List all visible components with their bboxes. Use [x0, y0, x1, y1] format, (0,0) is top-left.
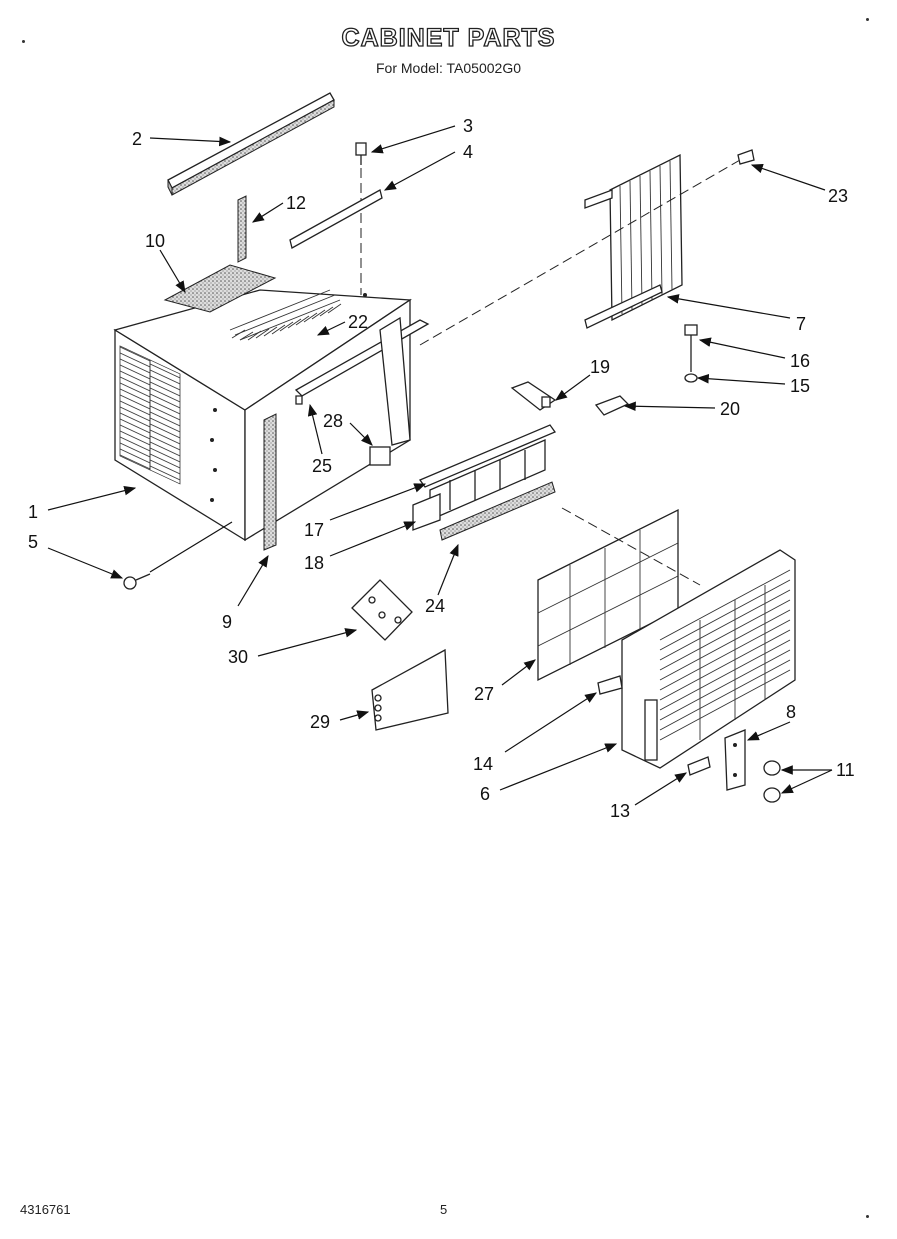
corner-mark-top-left — [22, 40, 25, 43]
callout-20: 20 — [720, 399, 740, 419]
callout-9: 9 — [222, 612, 232, 632]
callout-16: 16 — [790, 351, 810, 371]
callout-1: 1 — [28, 502, 38, 522]
part-8-plate — [724, 729, 746, 791]
part-11-knobs — [763, 760, 781, 803]
part-13-clip — [687, 756, 711, 776]
callout-labels: 2 3 4 12 10 22 23 7 16 15 19 20 28 25 17… — [28, 116, 855, 821]
callout-28: 28 — [323, 411, 343, 431]
part-23-screw — [737, 149, 755, 165]
part-24-foam-strip — [439, 481, 556, 541]
part-1-cabinet-wrapper — [113, 264, 412, 542]
part-28-clip — [369, 446, 391, 466]
callout-17: 17 — [304, 520, 324, 540]
part-12-bracket — [237, 195, 247, 263]
callout-11: 11 — [836, 760, 855, 780]
part-7-side-curtain — [584, 153, 683, 329]
callout-10: 10 — [145, 231, 165, 251]
callout-12: 12 — [286, 193, 306, 213]
callout-25: 25 — [312, 456, 332, 476]
page-title: CABINET PARTS — [341, 23, 556, 52]
callout-7: 7 — [796, 314, 806, 334]
callout-5: 5 — [28, 532, 38, 552]
callout-29: 29 — [310, 712, 330, 732]
page-number: 5 — [440, 1202, 448, 1217]
part-9-foam-strip — [263, 413, 277, 551]
part-16-bolt — [684, 324, 698, 372]
part-15-washer — [684, 373, 698, 383]
part-6-front-panel — [621, 549, 796, 769]
part-29-coil-panel — [371, 648, 449, 731]
model-subtitle: For Model: TA05002G0 — [375, 60, 521, 76]
side-channel — [379, 316, 411, 446]
callout-23: 23 — [828, 186, 848, 206]
part-14-knob — [597, 675, 623, 695]
callout-3: 3 — [463, 116, 473, 136]
part-20-clip — [594, 395, 630, 416]
callout-8: 8 — [786, 702, 796, 722]
leader-lines — [47, 125, 833, 806]
callout-6: 6 — [480, 784, 490, 804]
callout-13: 13 — [610, 801, 630, 821]
callout-15: 15 — [790, 376, 810, 396]
callout-27: 27 — [474, 684, 494, 704]
part-18-bracket — [412, 493, 441, 531]
document-number: 4316761 — [20, 1202, 71, 1217]
part-4-seal-strip — [289, 189, 383, 249]
part-17-frame — [418, 424, 557, 521]
callout-4: 4 — [463, 142, 473, 162]
corner-mark-bottom-right — [866, 1215, 869, 1218]
part-2-top-rail — [167, 92, 335, 196]
part-3-screw — [355, 142, 367, 165]
part-30-bracket — [351, 579, 413, 641]
part-5-screw — [123, 573, 151, 590]
callout-2: 2 — [132, 129, 142, 149]
callout-18: 18 — [304, 553, 324, 573]
part-19-bracket — [510, 381, 557, 411]
callout-24: 24 — [425, 596, 445, 616]
callout-14: 14 — [473, 754, 493, 774]
callout-19: 19 — [590, 357, 610, 377]
callout-30: 30 — [228, 647, 248, 667]
corner-mark-top-right — [866, 18, 869, 21]
callout-22: 22 — [348, 312, 368, 332]
